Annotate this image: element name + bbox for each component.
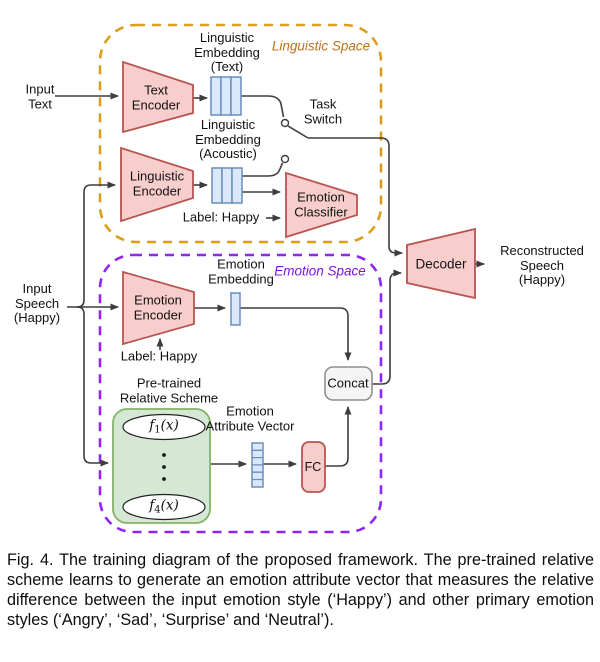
wire-emotion-embedding-to-concat: [240, 307, 352, 361]
emotion-attribute-vector-label: Emotion Attribute Vector: [205, 403, 295, 433]
vertical-dots-icon: [162, 453, 166, 481]
emotion-attribute-vector-icon: [251, 442, 264, 488]
decoder-label: Decoder: [415, 256, 467, 272]
arrow-speech-to-relative-scheme: [76, 306, 109, 467]
reconstructed-speech-label: Reconstructed Speech (Happy): [500, 243, 584, 288]
wire-fc-to-concat: [325, 406, 352, 467]
emotion-embedding-label: Emotion Embedding: [208, 256, 274, 286]
emotion-embedding-bar-icon: [230, 292, 241, 326]
linguistic-space-label: Linguistic Space: [271, 38, 371, 54]
label-happy-emotion: Label: Happy: [120, 348, 198, 364]
emotion-space-boundary: [98, 253, 383, 534]
wire-text-embedding-to-switch: [241, 95, 285, 118]
emotion-space-label: Emotion Space: [274, 263, 366, 279]
emotion-encoder-label: Emotion Encoder: [133, 292, 183, 322]
f4-function-label: f4(x): [149, 497, 179, 516]
concat-shape: [324, 366, 373, 401]
task-switch-label: Task Switch: [303, 96, 343, 126]
text-encoder-shape: [122, 60, 194, 134]
f4-ellipse: [122, 493, 206, 521]
linguistic-space-boundary: [98, 23, 383, 244]
emotion-encoder-shape: [122, 270, 195, 346]
emotion-classifier-shape: [285, 171, 358, 239]
connectors: [55, 92, 485, 468]
input-text-label: Input Text: [25, 81, 55, 111]
f1-ellipse: [122, 413, 206, 441]
arrow-speech-to-linguistic-encoder: [76, 181, 116, 308]
emotion-classifier-label: Emotion Classifier: [294, 189, 348, 219]
linguistic-embedding-text-bars-icon: [210, 76, 242, 116]
switch-contact-bottom-icon: [280, 154, 290, 164]
linguistic-embedding-acoustic-label: Linguistic Embedding (Acoustic): [195, 117, 261, 162]
linguistic-encoder-label: Linguistic Encoder: [129, 168, 185, 198]
label-happy-linguistic: Label: Happy: [182, 209, 260, 225]
switch-contact-top-icon: [280, 118, 290, 128]
linguistic-encoder-shape: [120, 146, 194, 223]
pretrained-relative-scheme-label: Pre-trained Relative Scheme: [119, 375, 219, 405]
fc-shape: [301, 441, 326, 493]
input-speech-label: Input Speech (Happy): [13, 281, 61, 326]
wire-acoustic-embedding-to-switch: [242, 162, 284, 177]
wire-concat-to-decoder: [372, 269, 402, 385]
linguistic-embedding-text-label: Linguistic Embedding (Text): [194, 30, 260, 75]
fc-label: FC: [304, 460, 322, 474]
switch-blade: [287, 125, 309, 139]
figure-caption: Fig. 4. The training diagram of the prop…: [7, 551, 594, 629]
wire-switch-to-decoder: [308, 137, 403, 257]
text-encoder-label: Text Encoder: [131, 82, 181, 112]
linguistic-embedding-acoustic-bars-icon: [211, 167, 243, 204]
decoder-shape: [406, 227, 476, 300]
f1-function-label: f1(x): [149, 417, 179, 436]
concat-label: Concat: [327, 375, 369, 391]
